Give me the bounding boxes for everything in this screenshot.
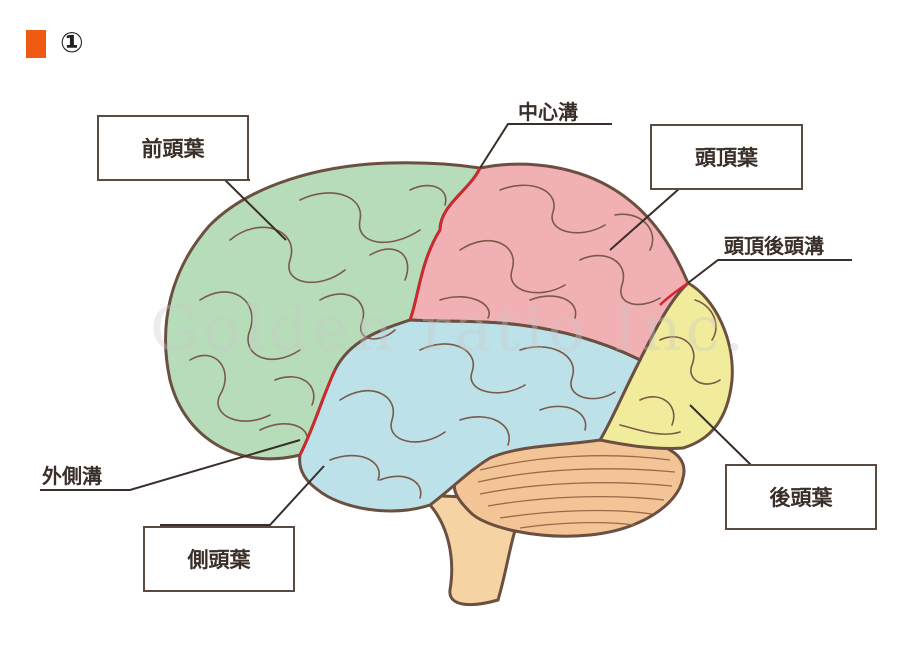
cerebellum-folds bbox=[477, 455, 676, 529]
parieto-occipital-sulcus-line bbox=[659, 281, 689, 306]
leader-parietal bbox=[609, 187, 681, 251]
header-accent-mark bbox=[26, 30, 46, 58]
label-lateral-sulcus: 外側溝 bbox=[42, 464, 102, 488]
occipital-lobe bbox=[597, 281, 734, 450]
label-parietal-lobe: 頭頂葉 bbox=[650, 124, 803, 190]
label-frontal-lobe: 前頭葉 bbox=[97, 115, 249, 181]
label-temporal-lobe: 側頭葉 bbox=[143, 526, 295, 592]
leader-parieto-occipital bbox=[687, 259, 852, 284]
occipital-gyri bbox=[619, 299, 721, 435]
lateral-sulcus-line bbox=[298, 369, 337, 456]
central-sulcus-line bbox=[408, 167, 482, 321]
label-central-sulcus: 中心溝 bbox=[518, 100, 578, 124]
figure-number: ① bbox=[60, 26, 84, 59]
label-parieto-occipital-sulcus: 頭頂後頭溝 bbox=[724, 234, 824, 258]
leader-lateral bbox=[40, 439, 301, 491]
leader-temporal bbox=[160, 465, 325, 526]
temporal-gyri bbox=[329, 343, 616, 499]
label-occipital-lobe: 後頭葉 bbox=[725, 464, 877, 530]
parietal-gyri bbox=[439, 184, 661, 319]
leader-central bbox=[479, 123, 612, 169]
temporal-lobe bbox=[298, 318, 643, 513]
